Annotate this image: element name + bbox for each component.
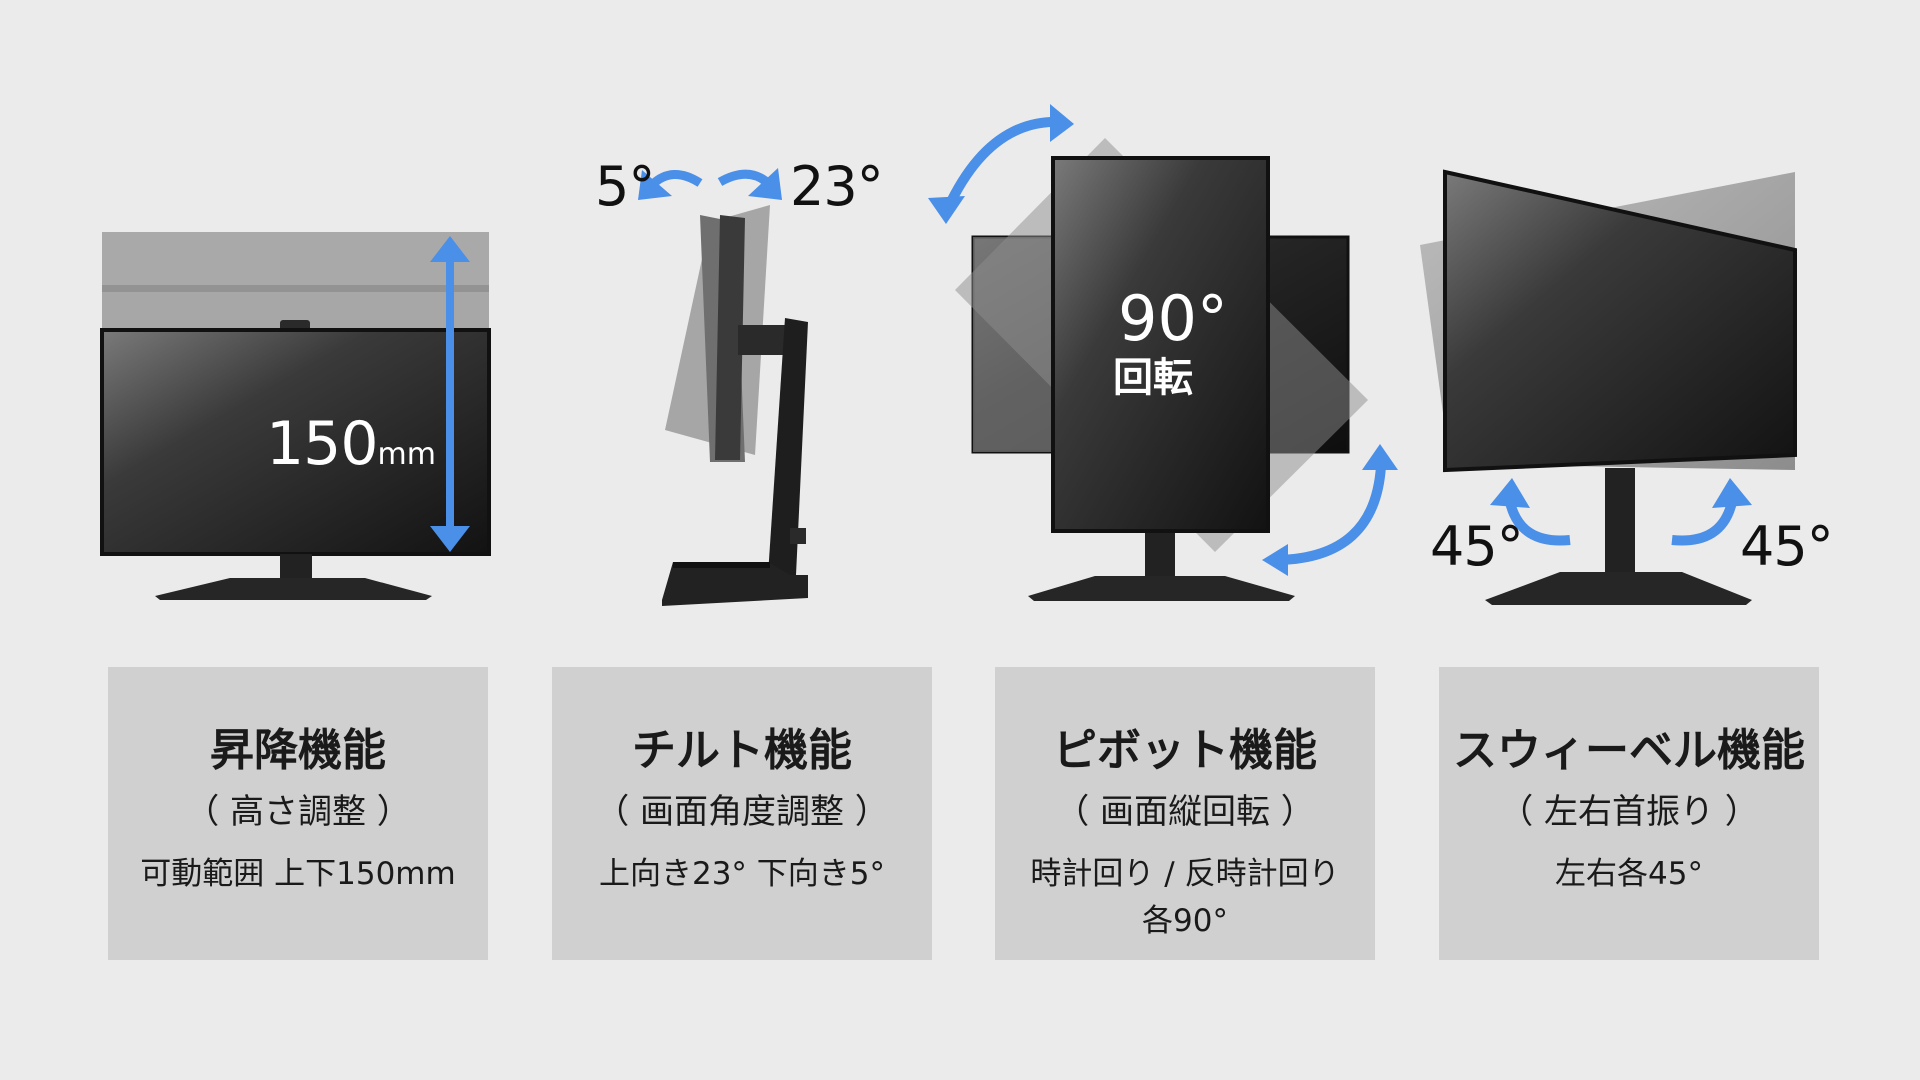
- swivel-left-angle-label: 45°: [1430, 515, 1524, 578]
- raised-screen-ghost: [102, 232, 489, 292]
- cw-arrow-line: [1277, 465, 1386, 565]
- tilt-monitor-illustration: [638, 168, 808, 606]
- pivot-angle-label: 90°: [1118, 282, 1228, 355]
- height-monitor-illustration: [100, 232, 491, 600]
- tilt-panel-side: [715, 215, 745, 460]
- arrow-down-icon: [430, 526, 470, 552]
- portrait-screen: [1051, 156, 1270, 533]
- card-subtitle: （ 左右首振り ）: [1499, 792, 1759, 832]
- stand-base: [662, 562, 808, 606]
- card-title: チルト機能: [632, 725, 852, 776]
- tilt-down-angle-label: 5°: [595, 155, 655, 218]
- tilt-up-arrow-icon: [748, 168, 782, 200]
- height-value-number: 150: [266, 409, 379, 479]
- height-value-unit: mm: [377, 437, 436, 472]
- height-feature-card: 昇降機能 （ 高さ調整 ） 可動範囲 上下150mm: [108, 667, 488, 960]
- card-title: スウィーベル機能: [1453, 725, 1805, 776]
- pivot-base: [1028, 576, 1295, 601]
- card-detail: 上向き23° 下向き5°: [598, 856, 886, 892]
- swivel-neck: [1605, 468, 1635, 580]
- card-title: ピボット機能: [1053, 725, 1317, 776]
- monitor-base: [155, 578, 432, 600]
- swivel-base: [1485, 572, 1752, 605]
- arrow-up-icon: [430, 236, 470, 262]
- swivel-monitor-illustration: [1420, 169, 1797, 605]
- arrow-head-right-icon: [1362, 444, 1398, 470]
- arrow-head-top-icon: [1050, 104, 1074, 142]
- card-subtitle: （ 画面角度調整 ）: [595, 792, 889, 832]
- pivot-monitor-illustration: [928, 104, 1398, 601]
- swivel-feature-card: スウィーベル機能 （ 左右首振り ） 左右各45°: [1439, 667, 1819, 960]
- pivot-feature-card: ピボット機能 （ 画面縦回転 ） 時計回り / 反時計回り 各90°: [995, 667, 1375, 960]
- arrow-head-bottom-icon: [1262, 544, 1288, 576]
- swivel-left-arrow-icon: [1490, 478, 1530, 508]
- swivel-screen: [1443, 169, 1797, 473]
- tilt-hinge: [738, 325, 788, 355]
- tilt-down-arrow-icon: [638, 170, 672, 200]
- tilt-feature-card: チルト機能 （ 画面角度調整 ） 上向き23° 下向き5°: [552, 667, 932, 960]
- stand-knob: [790, 528, 806, 544]
- tilt-down-arrow-line: [648, 170, 703, 189]
- card-subtitle: （ 画面縦回転 ）: [1055, 792, 1315, 832]
- swivel-right-angle-label: 45°: [1740, 515, 1834, 578]
- swivel-right-arrow-icon: [1712, 478, 1752, 508]
- card-subtitle: （ 高さ調整 ）: [185, 792, 411, 832]
- stand-column: [768, 318, 808, 575]
- height-value-label: 150mm: [266, 414, 436, 474]
- card-title: 昇降機能: [210, 725, 386, 776]
- card-detail: 左右各45°: [1555, 856, 1703, 892]
- monitor-screen: [100, 328, 491, 556]
- pivot-neck: [1145, 533, 1175, 583]
- pivot-rotation-label: 回転: [1113, 355, 1193, 401]
- swivel-left-arrow-line: [1505, 500, 1571, 546]
- arrow-head-left-icon: [928, 196, 965, 224]
- swivel-right-arrow-line: [1671, 500, 1737, 546]
- card-detail: 可動範囲 上下150mm: [140, 856, 456, 892]
- tilt-up-angle-label: 23°: [790, 155, 884, 218]
- card-detail: 時計回り / 反時計回り 各90°: [1030, 856, 1340, 939]
- ccw-arrow-line: [943, 116, 1063, 211]
